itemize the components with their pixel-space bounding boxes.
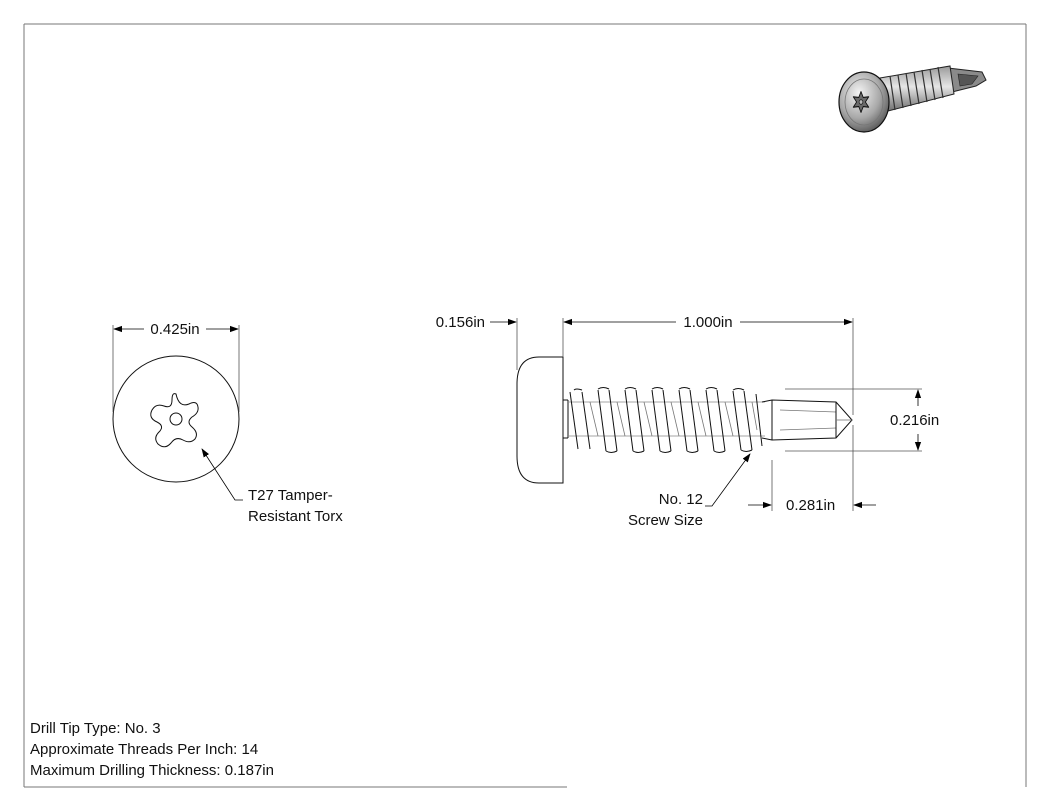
dim-head-height: 0.156in	[436, 314, 564, 370]
dim-length-label: 1.000in	[683, 314, 732, 331]
dim-drill-point-length: 0.281in	[748, 425, 876, 514]
isometric-screw-thumbnail	[838, 65, 987, 133]
dim-length: 1.000in	[563, 314, 854, 415]
torx-recess-thumbnail	[852, 91, 870, 113]
tamper-pin	[169, 412, 183, 426]
callout-screw-size: No. 12 Screw Size	[628, 453, 751, 529]
callout-screw-size-line-1: No. 12	[659, 491, 703, 508]
sheet-border	[23, 23, 1027, 788]
torx-recess-icon	[150, 393, 199, 448]
callout-screw-size-line-2: Screw Size	[628, 512, 703, 529]
spec-drill-tip-type: Drill Tip Type: No. 3	[30, 720, 161, 737]
drill-point	[761, 399, 853, 441]
dim-head-diameter-label: 0.425in	[150, 321, 199, 338]
callout-drive-line-2: Resistant Torx	[248, 508, 343, 525]
dim-head-diameter: 0.425in	[112, 321, 240, 412]
dim-drill-point-length-label: 0.281in	[786, 497, 835, 514]
screw-side-view	[516, 356, 853, 484]
callout-drive: T27 Tamper- Resistant Torx	[201, 448, 343, 525]
spec-max-drilling-thickness: Maximum Drilling Thickness: 0.187in	[30, 762, 274, 779]
spec-threads-per-inch: Approximate Threads Per Inch: 14	[30, 741, 259, 758]
dim-thread-diameter: 0.216in	[785, 388, 939, 452]
callout-drive-line-1: T27 Tamper-	[248, 487, 333, 504]
head-end-view	[112, 355, 240, 483]
dim-thread-diameter-label: 0.216in	[890, 412, 939, 429]
thread-crests	[569, 387, 763, 453]
thread-roots	[589, 401, 758, 437]
dim-head-height-label: 0.156in	[436, 314, 485, 331]
